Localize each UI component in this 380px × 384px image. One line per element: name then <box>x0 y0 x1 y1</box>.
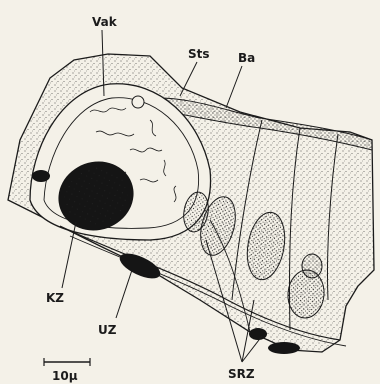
small-round-body <box>132 96 144 108</box>
label-sts: Sts <box>188 47 210 61</box>
leader-kz <box>62 222 76 288</box>
label-srz: SRZ <box>228 367 255 381</box>
scale-bar-label: 10µ <box>52 369 78 383</box>
oval-nucleus-5 <box>302 254 322 278</box>
srz-cell-dark-2 <box>268 342 300 354</box>
label-ba: Ba <box>238 51 255 65</box>
small-dark-body-left <box>32 170 50 182</box>
label-uz: UZ <box>98 323 117 337</box>
leader-uz <box>116 270 132 318</box>
label-kz: KZ <box>46 291 64 305</box>
label-vak: Vak <box>92 15 118 29</box>
leader-ba <box>226 66 242 108</box>
srz-cell-dark-1 <box>249 328 267 340</box>
